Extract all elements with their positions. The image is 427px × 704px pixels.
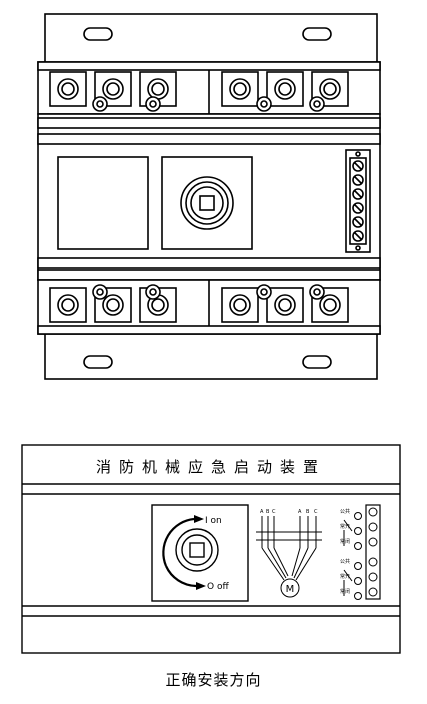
phase-c-left: C bbox=[272, 509, 276, 515]
device-front-view bbox=[37, 13, 381, 380]
terminal-label-common-2: 公共 bbox=[340, 558, 350, 565]
top-terminal-block bbox=[37, 61, 381, 115]
aux-terminal-strip bbox=[345, 149, 371, 253]
terminal-label-no-1: 常开 bbox=[340, 523, 350, 530]
bottom-terminal-screws bbox=[49, 284, 349, 323]
terminal-label-nc-1: 常闭 bbox=[340, 538, 350, 545]
left-window bbox=[57, 156, 149, 250]
bottom-terminal-block bbox=[37, 279, 381, 335]
switch-on-label: I on bbox=[205, 516, 222, 526]
mounting-slot-bl bbox=[83, 355, 113, 369]
terminal-label-nc-2: 常闭 bbox=[340, 588, 350, 595]
device-body bbox=[37, 113, 381, 281]
installation-direction-caption: 正确安装方向 bbox=[165, 671, 262, 689]
motor-label: M bbox=[286, 584, 295, 595]
phase-c-right: C bbox=[314, 509, 318, 515]
motor-symbol bbox=[280, 578, 300, 598]
label-panel: 消防机械应急启动装置 I on O off A B C A B C bbox=[21, 444, 401, 654]
phase-a-right: A bbox=[298, 509, 302, 515]
phase-b-left: B bbox=[266, 509, 270, 515]
switch-box: I on O off bbox=[151, 504, 249, 602]
terminal-label-no-2: 常开 bbox=[340, 573, 350, 580]
panel-title: 消防机械应急启动装置 bbox=[96, 458, 326, 476]
aux-terminals: 公共 常开 常闭 公共 常开 常闭 bbox=[340, 504, 381, 600]
mounting-slot-tl bbox=[83, 27, 113, 41]
mounting-slot-br bbox=[302, 355, 332, 369]
switch-off-label: O off bbox=[207, 582, 229, 592]
terminal-label-common-1: 公共 bbox=[340, 508, 350, 515]
wiring-schematic: A B C A B C M bbox=[256, 509, 322, 598]
phase-b-right: B bbox=[306, 509, 310, 515]
panel-outline bbox=[21, 444, 401, 654]
mounting-slot-tr bbox=[302, 27, 332, 41]
top-terminal-screws bbox=[49, 71, 349, 112]
switch-handle[interactable] bbox=[175, 528, 219, 572]
phase-a-left: A bbox=[260, 509, 264, 515]
